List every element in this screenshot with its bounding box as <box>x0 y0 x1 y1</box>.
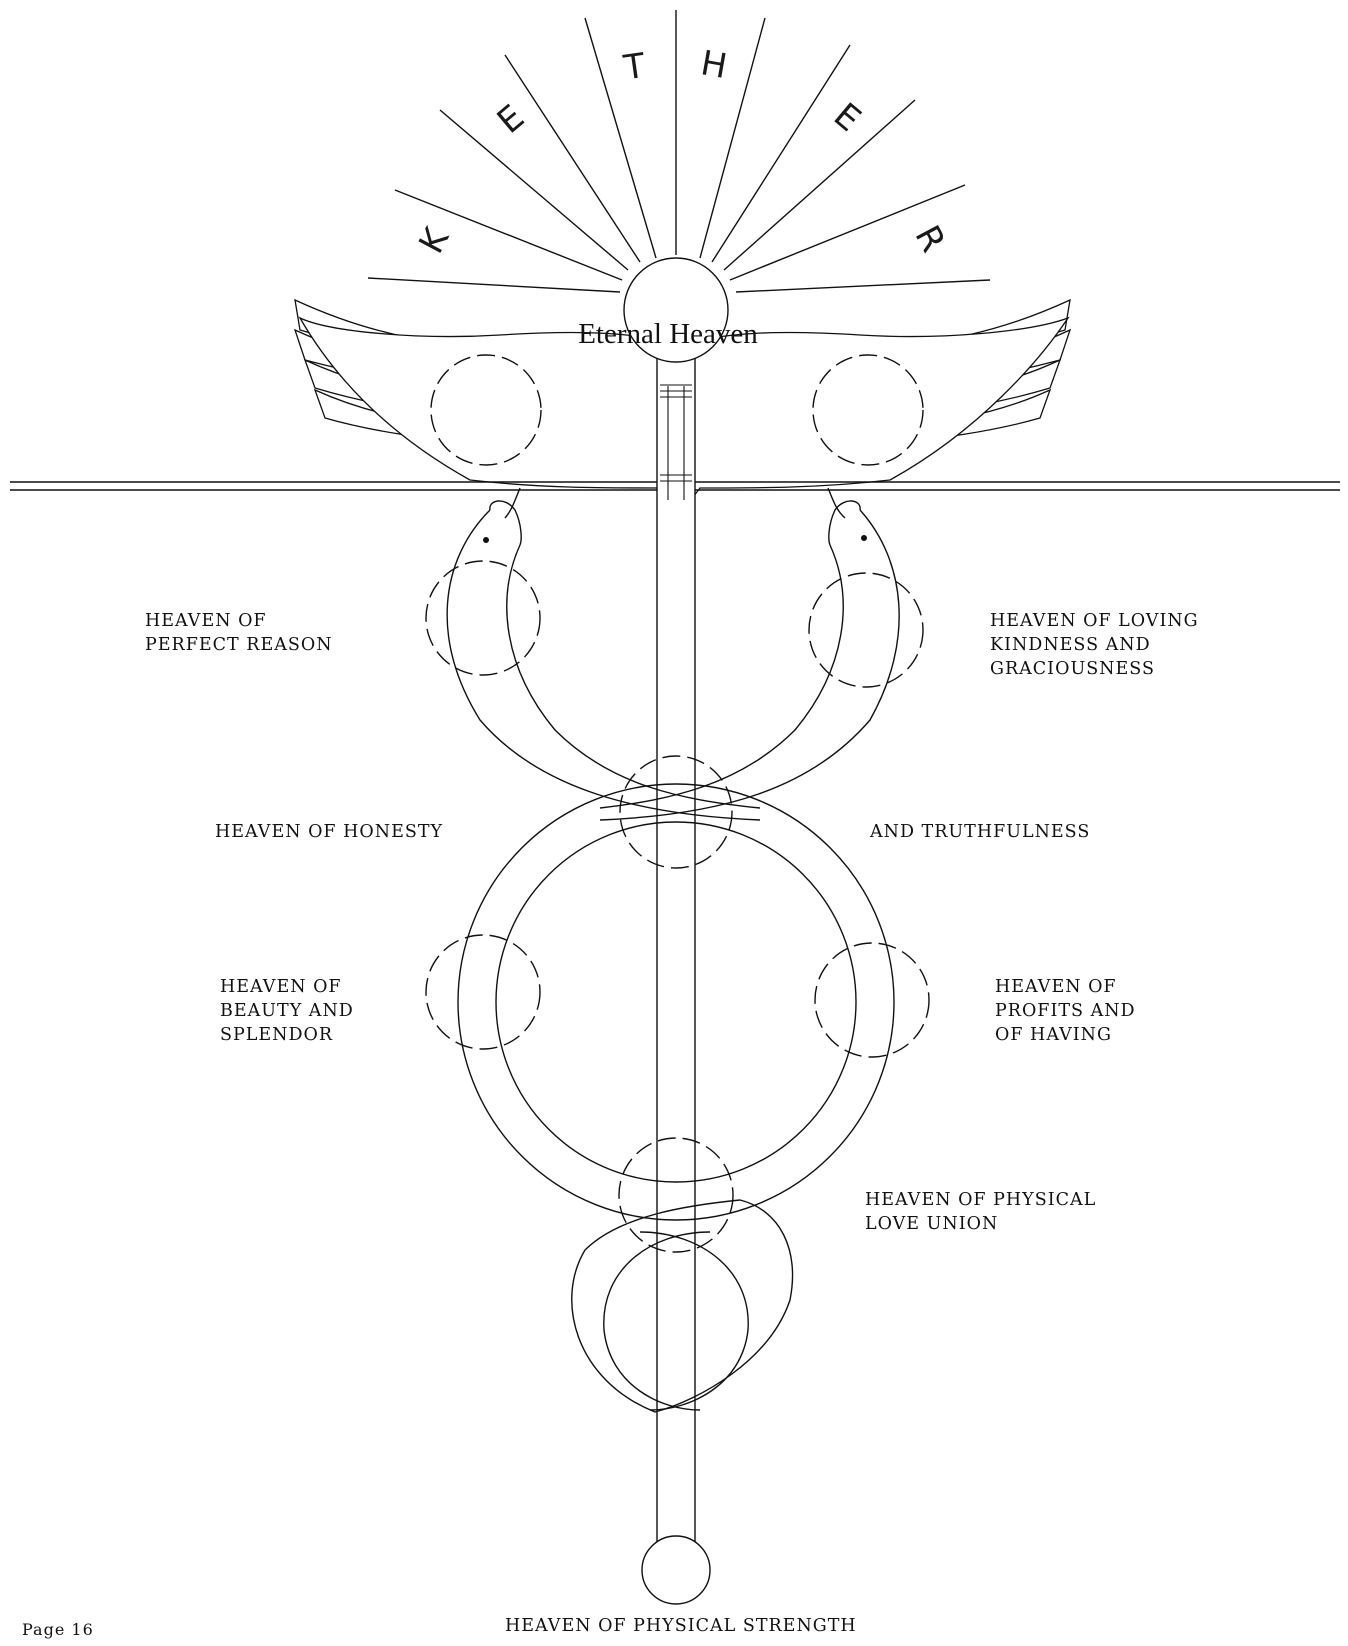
staff <box>657 336 695 1558</box>
label-profits: HEAVEN OF PROFITS AND OF HAVING <box>995 975 1136 1047</box>
kether-letters: K E T H E R <box>411 43 953 260</box>
label-honesty: HEAVEN OF HONESTY <box>215 820 443 844</box>
label-beauty: HEAVEN OF BEAUTY AND SPLENDOR <box>220 975 354 1047</box>
kether-letter-h: H <box>698 43 730 87</box>
bottom-circle <box>642 1536 710 1604</box>
sun-rays <box>368 10 990 292</box>
kether-letter-e1: E <box>490 97 532 141</box>
page-number: Page 16 <box>22 1618 94 1642</box>
label-perfect-reason: HEAVEN OF PERFECT REASON <box>145 609 333 657</box>
label-truthfulness: AND TRUTHFULNESS <box>870 820 1090 844</box>
circle-perfect-reason <box>426 561 540 675</box>
kether-letter-r: R <box>907 219 953 259</box>
kether-letter-k: K <box>411 220 458 260</box>
label-loving-kindness: HEAVEN OF LOVING KINDNESS AND GRACIOUSNE… <box>990 609 1199 681</box>
eternal-heaven-label: Eternal Heaven <box>578 318 758 350</box>
kether-letter-t: T <box>620 46 647 89</box>
kether-letter-e2: E <box>826 95 868 139</box>
circle-profits <box>815 943 929 1057</box>
label-physical-love: HEAVEN OF PHYSICAL LOVE UNION <box>865 1188 1096 1236</box>
circle-loving-kindness <box>809 573 923 687</box>
label-physical-strength: HEAVEN OF PHYSICAL STRENGTH <box>505 1614 857 1638</box>
circle-beauty <box>426 935 540 1049</box>
